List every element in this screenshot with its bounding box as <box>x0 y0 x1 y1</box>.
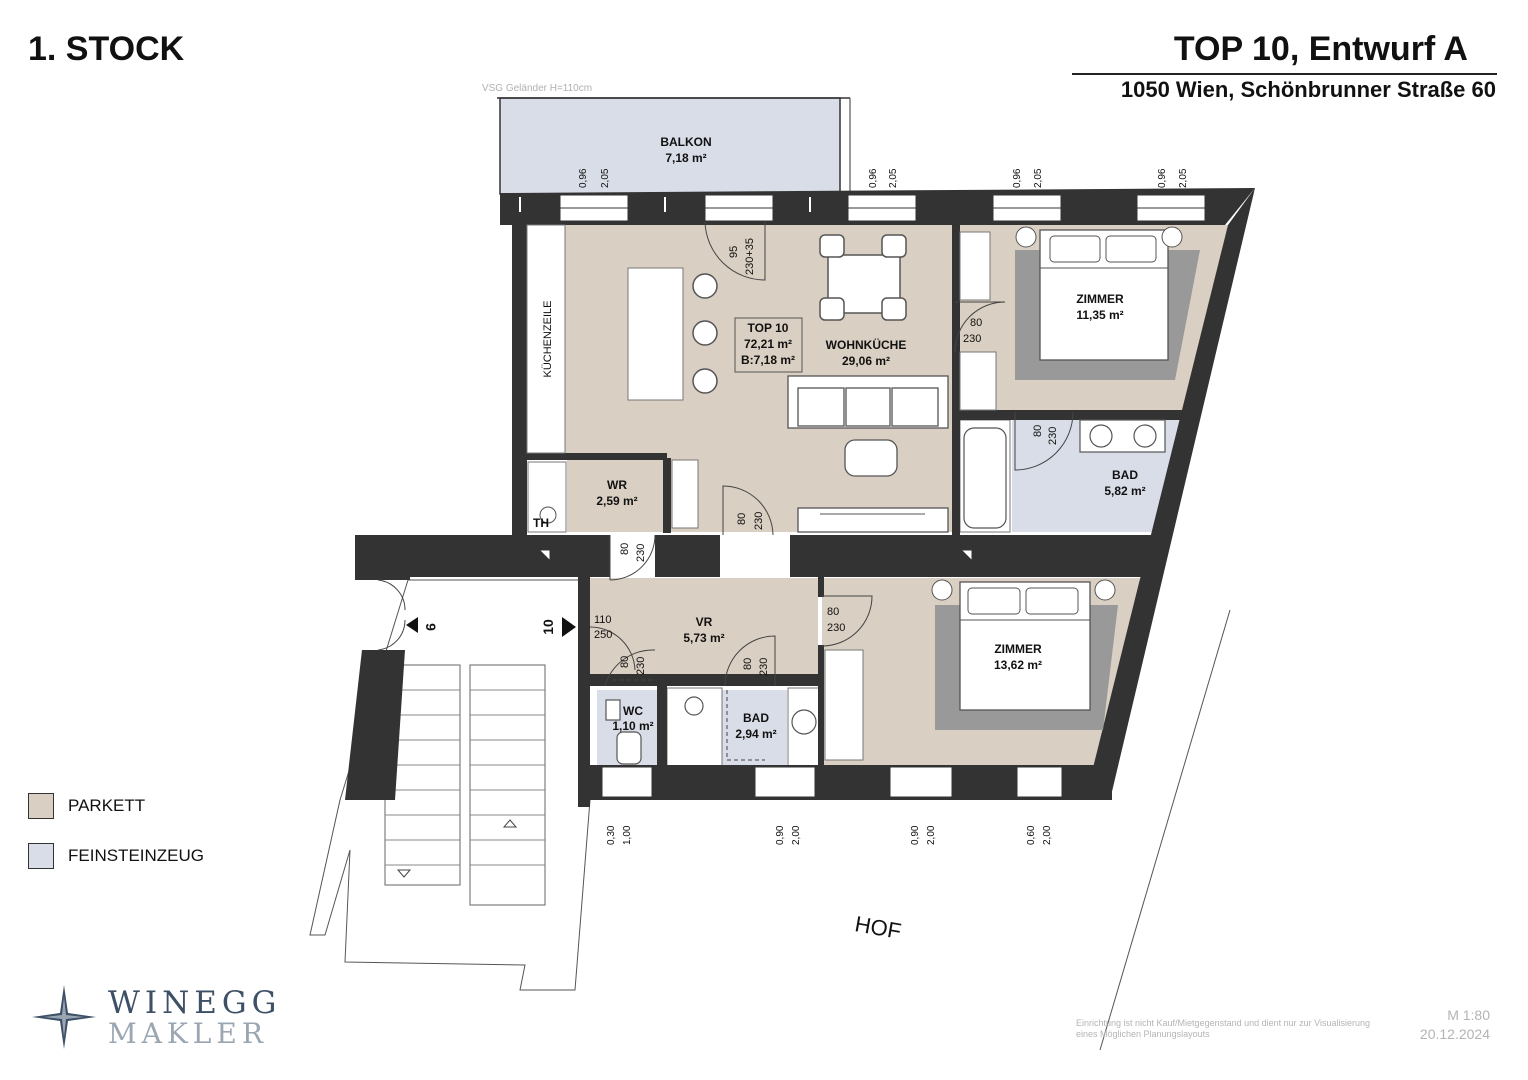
balcony-floor <box>499 97 841 195</box>
legend-swatch-parkett <box>28 793 54 819</box>
unit-summary-balkon: B:7,18 m² <box>741 353 795 367</box>
address: 1050 Wien, Schönbrunner Straße 60 <box>1120 77 1496 102</box>
label-hof: HOF <box>853 911 903 944</box>
logo-word-winegg: WINEGG <box>108 985 282 1021</box>
bath-fixtures <box>605 419 1166 765</box>
room-bad1-area: 5,82 m² <box>1104 484 1145 498</box>
room-wc-area: 1,10 m² <box>612 719 653 733</box>
door-zimmer2-height: 230 <box>827 622 845 634</box>
railing-note: VSG Geländer H=110cm <box>482 83 592 94</box>
floor-title: 1. STOCK <box>28 30 185 68</box>
lower-window-1-height: 1,00 <box>622 825 633 845</box>
lower-window-3-height: 2,00 <box>926 825 937 845</box>
balcony-posts <box>519 197 811 212</box>
room-vr-name: VR <box>696 615 713 629</box>
door-bad2-width: 80 <box>742 658 754 670</box>
window-1-height: 2,05 <box>600 168 611 188</box>
door-entrance-width: 110 <box>594 614 612 626</box>
bedroom-1-furniture <box>1015 226 1200 380</box>
bedroom-2-furniture <box>931 579 1118 730</box>
label-th: TH <box>533 516 549 530</box>
label-kuechenzeile: KÜCHENZEILE <box>542 300 554 377</box>
plan-scale: M 1:80 <box>1447 1007 1490 1023</box>
dining-set <box>819 234 907 321</box>
door-zimmer1-height: 230 <box>963 333 981 345</box>
legend-label-parkett: PARKETT <box>68 796 146 815</box>
entrance-arrow-10 <box>562 617 576 637</box>
door-wr-height: 230 <box>635 544 647 562</box>
room-balkon-name: BALKON <box>660 135 711 149</box>
door-bad2-height: 230 <box>758 658 770 676</box>
room-bad1-name: BAD <box>1112 468 1138 482</box>
label-entrance-10: 10 <box>540 619 556 635</box>
window-2-height: 2,05 <box>888 168 899 188</box>
room-bad2-area: 2,94 m² <box>735 727 776 741</box>
window-1-width: 0,96 <box>578 168 589 188</box>
plan-date: 20.12.2024 <box>1419 1026 1490 1042</box>
header-divider <box>1072 73 1497 75</box>
kitchen-island <box>627 267 684 401</box>
legend-item-parkett: PARKETT <box>28 793 145 819</box>
door-wohnkueche-height: 230 <box>753 512 765 530</box>
furniture-disclaimer: Einrichtung ist nicht Kauf/Mietgegenstan… <box>1076 1018 1371 1039</box>
company-logo: WINEGG MAKLER <box>32 985 282 1050</box>
door-bad1-height: 230 <box>1047 427 1059 445</box>
unit-summary-name: TOP 10 <box>748 321 789 335</box>
room-wohnkueche-area: 29,06 m² <box>842 354 890 368</box>
lower-window-2-height: 2,00 <box>791 825 802 845</box>
room-wc-name: WC <box>623 704 643 718</box>
room-zimmer1-name: ZIMMER <box>1076 292 1124 306</box>
entrance-arrow-9 <box>406 617 418 633</box>
label-entrance-9: 9 <box>423 623 439 631</box>
room-vr-area: 5,73 m² <box>683 631 724 645</box>
tv-board <box>797 507 949 533</box>
door-bad1-width: 80 <box>1032 425 1044 437</box>
window-3-width: 0,96 <box>1012 168 1023 188</box>
lower-window-3-width: 0,90 <box>910 825 921 845</box>
bar-stools <box>692 273 718 394</box>
window-4-height: 2,05 <box>1178 168 1189 188</box>
kitchen-counter <box>526 224 566 454</box>
room-bad2-name: BAD <box>743 711 769 725</box>
door-entrance-height: 250 <box>594 629 612 641</box>
legend-swatch-feinsteinzeug <box>28 843 54 869</box>
lower-window-4-width: 0,60 <box>1026 825 1037 845</box>
stair-treads <box>384 664 546 906</box>
door-zimmer1-width: 80 <box>970 317 982 329</box>
room-balkon-area: 7,18 m² <box>665 151 706 165</box>
room-zimmer1-area: 11,35 m² <box>1076 308 1123 322</box>
room-wr-area: 2,59 m² <box>596 494 637 508</box>
door-swings <box>377 221 1074 687</box>
room-wohnkueche-name: WOHNKÜCHE <box>826 337 907 352</box>
coffee-table <box>844 439 898 477</box>
door-balkon-width: 95 <box>728 246 740 258</box>
unit-summary-area: 72,21 m² <box>744 337 792 351</box>
legend-item-feinsteinzeug: FEINSTEINZEUG <box>28 843 204 869</box>
stair-lines <box>385 689 545 866</box>
lower-window-1-width: 0,30 <box>606 825 617 845</box>
room-zimmer2-area: 13,62 m² <box>994 658 1042 672</box>
sofa <box>787 375 949 429</box>
door-wr-width: 80 <box>619 543 631 555</box>
door-wohnkueche-width: 80 <box>736 513 748 525</box>
room-wr-name: WR <box>607 478 627 492</box>
door-zimmer2-width: 80 <box>827 606 839 618</box>
door-wc-width: 80 <box>619 656 631 668</box>
unit-summary-box <box>734 317 803 373</box>
door-balkon-height: 230+35 <box>744 238 756 275</box>
window-2-width: 0,96 <box>868 168 879 188</box>
door-wc-height: 230 <box>635 657 647 675</box>
room-zimmer2-name: ZIMMER <box>994 642 1042 656</box>
lower-window-2-width: 0,90 <box>775 825 786 845</box>
unit-title: TOP 10, Entwurf A <box>1173 30 1468 68</box>
bottom-windows <box>601 766 1063 798</box>
legend-label-feinsteinzeug: FEINSTEINZEUG <box>68 846 205 865</box>
lower-window-4-height: 2,00 <box>1042 825 1053 845</box>
logo-word-makler: MAKLER <box>108 1017 268 1050</box>
compass-star-icon <box>32 985 96 1049</box>
window-3-height: 2,05 <box>1033 168 1044 188</box>
window-4-width: 0,96 <box>1157 168 1168 188</box>
